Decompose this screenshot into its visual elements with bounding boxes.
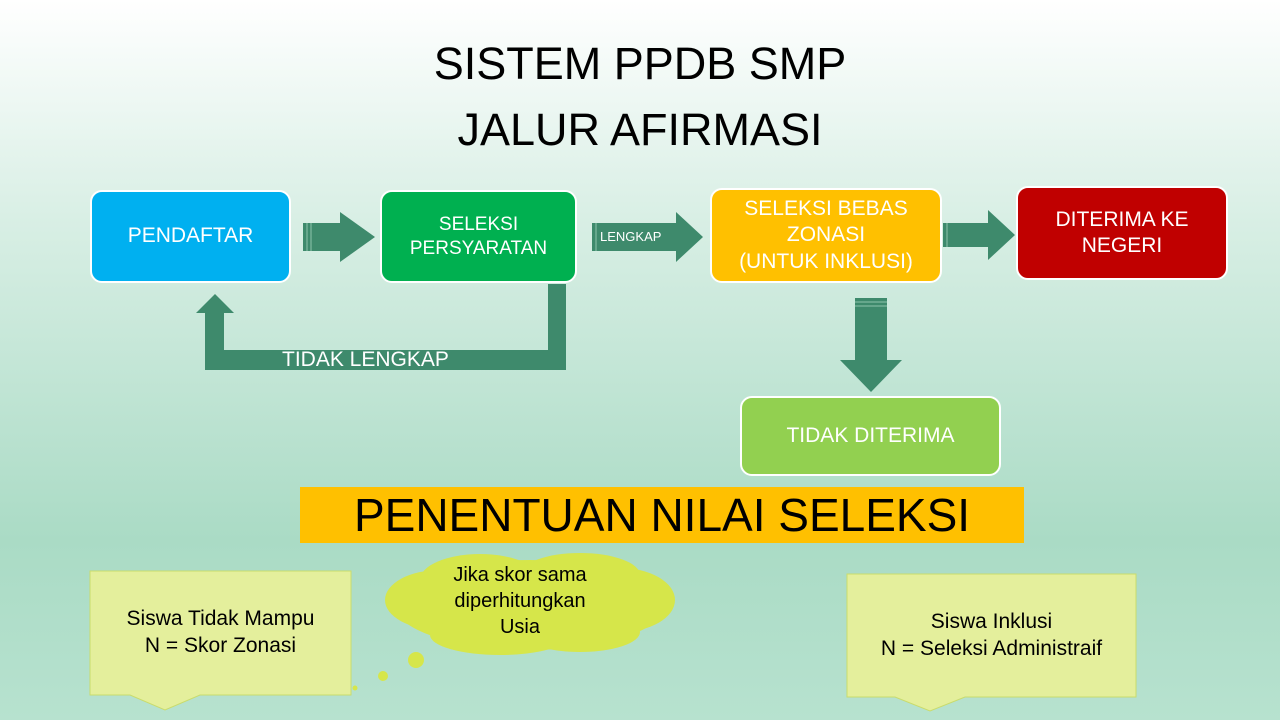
callout-tidak-mampu: Siswa Tidak Mampu N = Skor Zonasi [126,607,315,658]
diterima-box: DITERIMA KE NEGERI [1016,186,1228,280]
penentuan-banner: PENENTUAN NILAI SELEKSI [300,487,1024,543]
feedback-arrow [196,284,566,370]
tidak-diterima-label: TIDAK DITERIMA [786,423,955,447]
thought-cloud [352,553,675,691]
lengkap-label: LENGKAP [600,229,662,244]
tidak-diterima-box: TIDAK DITERIMA [740,396,1001,476]
callout-tidak-mampu-shape [89,570,352,711]
arrow-right-3 [943,210,1015,260]
seleksi-bebas-zonasi-box: SELEKSI BEBAS ZONASI (UNTUK INKLUSI) [710,188,942,283]
diterima-label: DITERIMA KE NEGERI [1055,207,1189,257]
seleksi-persyaratan-label: SELEKSI PERSYARATAN [409,213,548,259]
pendaftar-label: PENDAFTAR [127,224,254,248]
tidak-lengkap-label: TIDAK LENGKAP [282,348,449,371]
title-line-2: JALUR AFIRMASI [457,104,823,155]
seleksi-bebas-zonasi-label: SELEKSI BEBAS ZONASI (UNTUK INKLUSI) [739,197,913,273]
seleksi-persyaratan-box: SELEKSI PERSYARATAN [380,190,577,283]
arrow-right-1 [303,212,375,262]
callout-inklusi-shape [846,573,1137,712]
arrow-down [840,298,902,392]
arrow-right-lengkap [592,212,703,262]
callout-inklusi: Siswa Inklusi N = Seleksi Administraif [880,610,1103,661]
cloud-text: Jika skor sama diperhitungkan Usia [453,564,587,638]
title-line-1: SISTEM PPDB SMP [433,38,847,89]
pendaftar-box: PENDAFTAR [90,190,291,283]
